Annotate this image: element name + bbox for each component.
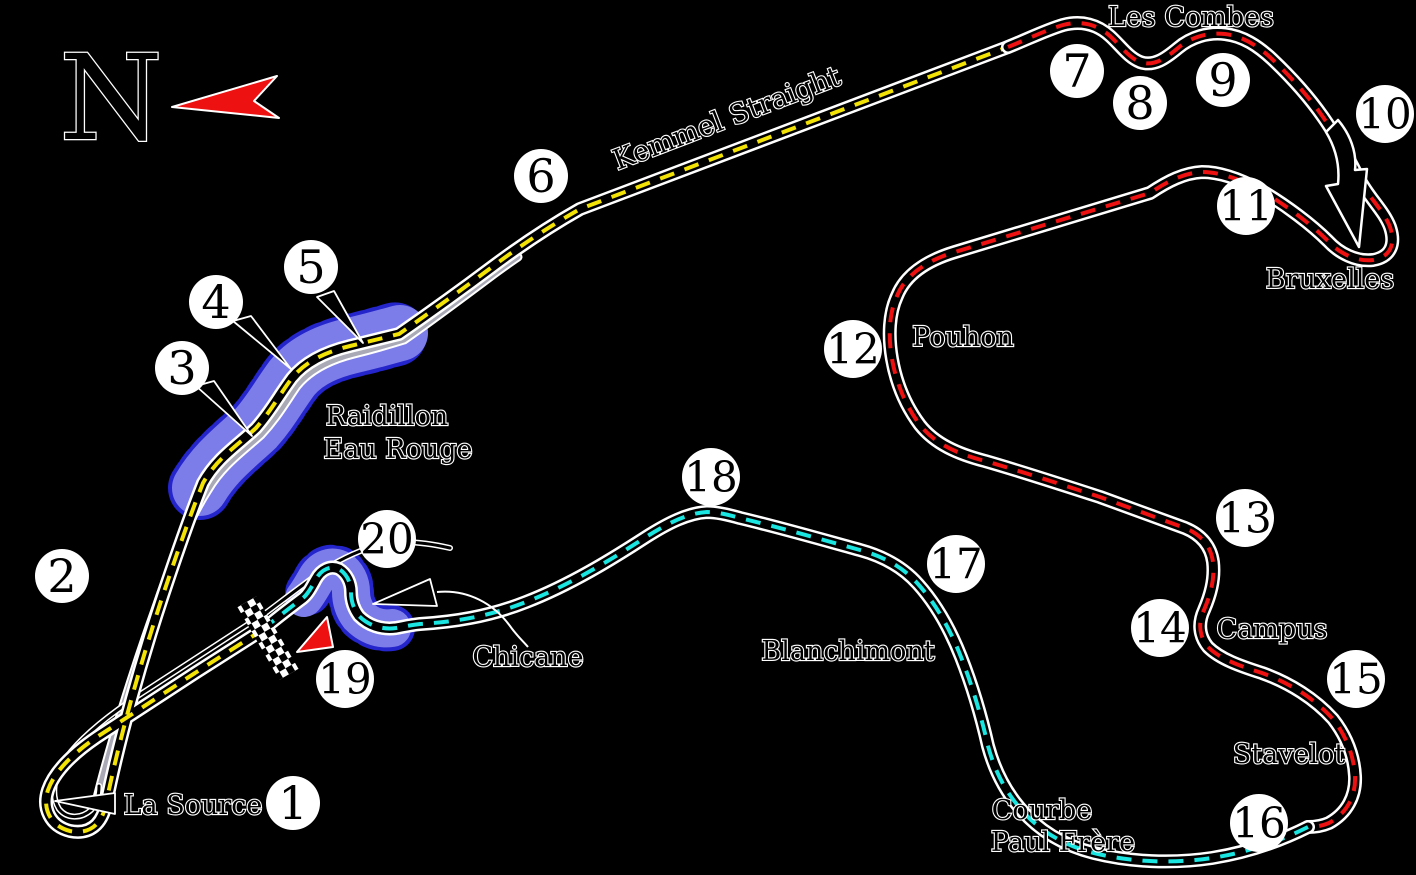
- corner-number-17: 17: [929, 540, 982, 589]
- corner-number-1: 1: [278, 776, 307, 830]
- callout-wedge-corner4: [232, 315, 292, 370]
- sector3-centerline: [262, 509, 1309, 864]
- corner-number-7: 7: [1062, 44, 1091, 98]
- corner-number-10: 10: [1358, 90, 1411, 139]
- corner-marker-16: 16: [1230, 794, 1288, 852]
- label-stavelot: Stavelot: [1233, 739, 1346, 770]
- corner-marker-1: 1: [266, 776, 320, 830]
- callout-wedge-chicane: [372, 578, 438, 607]
- corner-marker-18: 18: [682, 448, 740, 506]
- corner-number-2: 2: [47, 549, 76, 603]
- corner-number-9: 9: [1208, 53, 1237, 107]
- corner-marker-4: 4: [189, 275, 243, 329]
- track-sector-2: [882, 16, 1400, 834]
- label-chicane: Chicane: [472, 642, 583, 673]
- corner-marker-2: 2: [35, 549, 89, 603]
- label-pouhon: Pouhon: [912, 322, 1014, 353]
- sector2-road: [885, 18, 1397, 832]
- corner-marker-14: 14: [1131, 599, 1189, 657]
- corner-marker-5: 5: [284, 240, 338, 294]
- corner-number-12: 12: [826, 325, 879, 374]
- corner-number-18: 18: [684, 453, 737, 502]
- sector3-road: [259, 507, 1313, 866]
- corner-number-5: 5: [296, 240, 325, 294]
- corner-marker-3: 3: [155, 341, 209, 395]
- label-raidillon-line1: Raidillon: [326, 401, 449, 432]
- corner-number-6: 6: [526, 149, 555, 203]
- callout-wedge-corner3: [195, 380, 253, 437]
- label-bruxelles: Bruxelles: [1266, 264, 1394, 295]
- label-courbe-line1: Courbe: [992, 795, 1092, 826]
- callout-wedge-la-source: [54, 792, 116, 815]
- corner-number-19: 19: [318, 655, 371, 704]
- sector3-edge: [257, 505, 1315, 869]
- corner-marker-15: 15: [1327, 650, 1385, 708]
- corner-marker-11: 11: [1217, 177, 1275, 235]
- start-direction-arrow: [296, 616, 334, 653]
- corner-number-4: 4: [201, 275, 230, 329]
- start-finish-line: [237, 596, 299, 680]
- compass-north-letter: N: [59, 29, 162, 167]
- compass-arrow-icon: [171, 75, 280, 119]
- corner-name-labels: Les Combes Bruxelles Pouhon Campus Stave…: [123, 1, 1396, 859]
- corner-marker-7: 7: [1050, 44, 1104, 98]
- compass: N: [58, 28, 280, 168]
- callout-curve-chicane: [436, 590, 529, 648]
- corner-marker-10: 10: [1356, 85, 1414, 143]
- sector1-centerline: [44, 45, 1009, 834]
- corner-marker-12: 12: [824, 320, 882, 378]
- corner-number-16: 16: [1232, 799, 1285, 848]
- corner-marker-17: 17: [927, 535, 985, 593]
- callouts: [54, 290, 529, 815]
- corner-number-20: 20: [360, 515, 413, 564]
- corner-number-11: 11: [1219, 182, 1272, 231]
- track-sector-1: [39, 40, 1015, 839]
- corner-marker-9: 9: [1196, 53, 1250, 107]
- label-courbe-line2: Paul Frère: [991, 827, 1135, 858]
- corner-marker-19: 19: [316, 650, 374, 708]
- corner-number-13: 13: [1218, 494, 1271, 543]
- corner-markers: 1 2 3 4 5 6 7 8 9 10 11 12 13 14 15 16 1…: [35, 44, 1414, 852]
- corner-number-3: 3: [167, 341, 196, 395]
- corner-number-15: 15: [1329, 655, 1382, 704]
- bruxelles-direction-arrow: [1324, 118, 1369, 249]
- corner-number-14: 14: [1133, 604, 1186, 653]
- label-la-source: La Source: [124, 790, 263, 821]
- corner-marker-20: 20: [358, 510, 416, 568]
- track-sector-3: [257, 505, 1315, 869]
- checkered-band: [237, 596, 299, 680]
- label-campus: Campus: [1217, 614, 1328, 645]
- corner-number-8: 8: [1125, 76, 1154, 130]
- label-blanchimont: Blanchimont: [761, 636, 934, 667]
- corner-marker-8: 8: [1113, 76, 1167, 130]
- label-raidillon-line2: Eau Rouge: [323, 434, 472, 465]
- corner-marker-13: 13: [1216, 489, 1274, 547]
- label-les-combes: Les Combes: [1108, 2, 1274, 33]
- callout-wedge-corner5: [316, 290, 364, 344]
- corner-marker-6: 6: [514, 149, 568, 203]
